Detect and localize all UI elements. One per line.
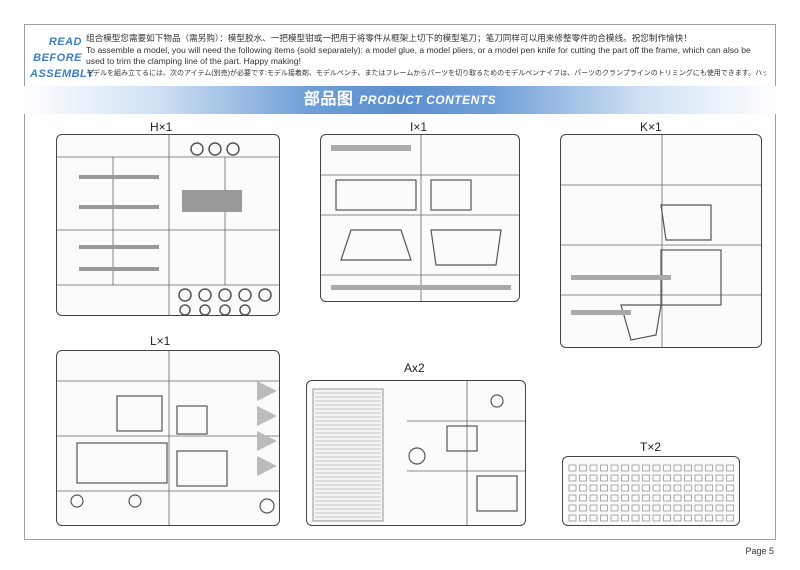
sprue-l-illustration [56, 350, 280, 526]
intro-text: 组合模型您需要如下物品（需另购）：模型胶水、一把模型钳或一把用于将零件从框架上切… [86, 33, 766, 79]
sprue-label-i: I×1 [410, 120, 428, 134]
intro-en-1: To assemble a model, you will need the f… [86, 44, 751, 55]
page-frame [24, 24, 776, 540]
sprue-label-k: K×1 [640, 120, 662, 134]
sprue-k-illustration [560, 134, 762, 348]
sprue-a-illustration [306, 380, 526, 526]
banner-title: 部品图 PRODUCT CONTENTS [24, 86, 776, 114]
read-line: ASSEMBLY [30, 68, 95, 80]
sprue-a-drawing [312, 381, 525, 525]
sprue-label-l: L×1 [150, 334, 171, 348]
read-before-assembly: READ BEFORE ASSEMBLY [30, 34, 95, 82]
sprue-h-drawing [57, 135, 279, 315]
sprue-h-illustration [56, 134, 280, 316]
sprue-i-illustration [320, 134, 520, 302]
intro-en-2: used to trim the clamping line of the pa… [86, 56, 301, 67]
sprue-l-drawing [57, 351, 279, 525]
product-contents-banner: 部品图 PRODUCT CONTENTS [24, 86, 776, 114]
read-line: BEFORE [33, 52, 82, 64]
banner-title-zh: 部品图 [303, 91, 354, 108]
sprue-label-t: T×2 [640, 440, 662, 454]
sprue-label-a: Ax2 [404, 361, 425, 375]
sprue-t-illustration [562, 456, 740, 526]
intro-zh: 组合模型您需要如下物品（需另购）：模型胶水、一把模型钳或一把用于将零件从框架上切… [86, 33, 692, 43]
read-line: READ [48, 36, 82, 48]
intro-ja: モデルを組み立てるには、次のアイテム(別売)が必要です:モデル接着剤、モデルペン… [86, 69, 766, 77]
sprue-k-drawing [561, 135, 761, 347]
page-number: Page 5 [745, 546, 774, 556]
banner-title-en: PRODUCT CONTENTS [359, 93, 497, 107]
sprue-label-h: H×1 [150, 120, 173, 134]
sprue-i-drawing [321, 135, 519, 301]
sprue-t-drawing [568, 464, 734, 522]
